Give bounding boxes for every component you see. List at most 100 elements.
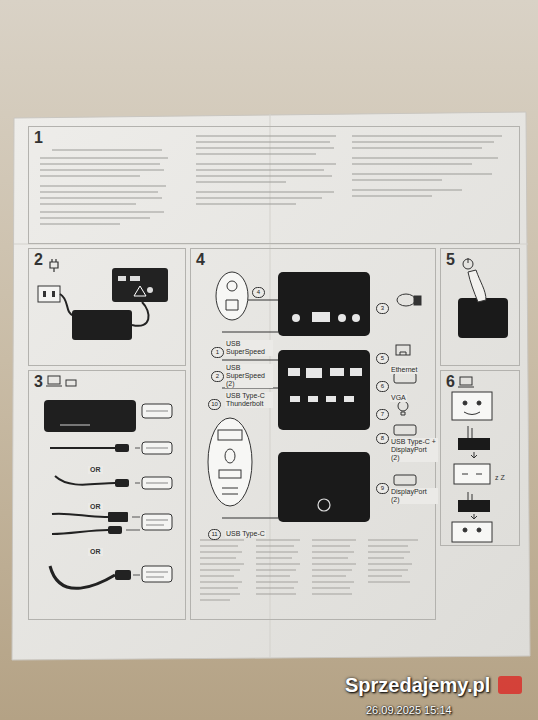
label-holder: 11 bbox=[208, 522, 221, 540]
sleep-wake-step-part bbox=[462, 474, 482, 475]
port-label: VGA bbox=[390, 394, 407, 402]
label-holder: 9 bbox=[376, 476, 389, 494]
cable-options-part-part bbox=[52, 530, 108, 534]
callout-number: 6 bbox=[376, 381, 389, 392]
port-label: USB SuperSpeed (2) bbox=[225, 364, 273, 388]
dock-views-part bbox=[278, 350, 370, 430]
label-holder: z Z bbox=[495, 466, 505, 484]
peripheral-ovals-part bbox=[225, 449, 235, 463]
dock-views-part bbox=[350, 368, 362, 376]
step-number: 4 bbox=[191, 249, 210, 271]
label-holder: OR bbox=[88, 495, 103, 513]
dock-views-part bbox=[318, 499, 330, 511]
peripheral-ovals-part bbox=[227, 281, 237, 291]
dock-views-part bbox=[278, 452, 370, 522]
port-label: USB Type-C Thunderbolt bbox=[225, 392, 273, 408]
sleep-wake-step-part bbox=[463, 401, 467, 405]
label-holder: USB SuperSpeed (2) bbox=[225, 364, 273, 390]
right-port-icons-part bbox=[397, 294, 415, 306]
power-setup-part bbox=[118, 276, 126, 281]
plug-icon bbox=[50, 259, 58, 272]
dock-views-part bbox=[288, 368, 300, 376]
multilingual-legend-part bbox=[200, 540, 244, 600]
dock-views-part bbox=[312, 312, 330, 322]
cable-options-part-part bbox=[55, 476, 115, 485]
instruction-panel: 6 bbox=[440, 370, 520, 546]
sleep-wake-step-part bbox=[477, 528, 481, 532]
left-wires bbox=[222, 300, 278, 518]
right-port-icons-part bbox=[414, 296, 421, 305]
peripheral-ovals-part bbox=[216, 272, 248, 320]
sleep-wake-step-part bbox=[468, 426, 472, 438]
small-print-lines-part bbox=[40, 150, 168, 224]
instruction-panel: 5 bbox=[440, 248, 520, 366]
power-setup-part bbox=[132, 302, 149, 326]
small-print-lines bbox=[40, 136, 502, 224]
port-label: USB Type-C + DisplayPort (2) bbox=[390, 438, 438, 462]
sleep-wake-step-part bbox=[458, 438, 490, 450]
peripheral-ovals-part bbox=[218, 430, 242, 440]
right-port-icons-part bbox=[398, 401, 408, 411]
label-holder: 1 bbox=[211, 340, 224, 358]
left-wires-part bbox=[222, 518, 278, 519]
left-wires-part bbox=[222, 332, 278, 333]
watermark-logo bbox=[498, 676, 522, 694]
cable-options-part bbox=[50, 448, 115, 588]
label-holder: USB Type-C + DisplayPort (2) bbox=[390, 438, 438, 464]
instruction-panel: 2 bbox=[28, 248, 186, 366]
label-holder: 8 bbox=[376, 426, 389, 444]
callout-number: 1 bbox=[211, 347, 224, 358]
power-button-step-part bbox=[468, 270, 486, 302]
callout-number: 11 bbox=[208, 529, 221, 540]
power-setup-part bbox=[60, 294, 74, 316]
label-holder: 4 bbox=[252, 280, 265, 298]
right-port-icons-part bbox=[394, 475, 416, 485]
cable-options-part-part bbox=[142, 566, 172, 582]
callout-number: 2 bbox=[211, 371, 224, 382]
callout-number: 4 bbox=[252, 287, 265, 298]
callout-number: 5 bbox=[376, 353, 389, 364]
watermark: Sprzedajemy.pl bbox=[345, 674, 490, 696]
cable-options-part bbox=[108, 444, 131, 580]
paper-sheet-part bbox=[12, 112, 530, 660]
cable-options-part-part bbox=[146, 411, 168, 577]
dock-views-part bbox=[290, 396, 300, 402]
label-holder: 7 bbox=[376, 402, 389, 420]
step-number: 2 bbox=[29, 249, 48, 271]
power-setup-part bbox=[130, 276, 140, 281]
label-holder: USB SuperSpeed bbox=[225, 340, 273, 358]
cable-options-part-part bbox=[50, 566, 115, 588]
port-label: USB SuperSpeed bbox=[225, 340, 273, 356]
port-label: DisplayPort (2) bbox=[390, 488, 438, 504]
peripheral-ovals bbox=[208, 272, 252, 506]
peripheral-ovals-part bbox=[222, 488, 238, 494]
cable-options-part-part bbox=[108, 526, 122, 534]
power-button-step-part bbox=[468, 258, 469, 263]
power-setup-part bbox=[38, 286, 60, 302]
port-label: Ethernet bbox=[390, 366, 418, 374]
dock-views-part bbox=[306, 368, 322, 378]
left-wires-part bbox=[222, 360, 278, 361]
multilingual-legend bbox=[200, 540, 418, 600]
step-number: 1 bbox=[29, 127, 48, 149]
instruction-panel: 1 bbox=[28, 126, 520, 244]
power-button-step-part bbox=[463, 259, 473, 269]
label-holder: 5 bbox=[376, 346, 389, 364]
label-holder: 3 bbox=[376, 296, 389, 314]
dock-views-part bbox=[344, 396, 354, 402]
sleep-wake-step-part bbox=[460, 377, 472, 385]
sleep-wake-step-part bbox=[464, 412, 480, 415]
dock-views-part bbox=[330, 368, 344, 376]
watermark-logo-part bbox=[498, 676, 522, 694]
callout-number: 9 bbox=[376, 483, 389, 494]
laptop-dock-icon-part bbox=[46, 386, 62, 387]
sleep-wake-step-part bbox=[458, 500, 490, 512]
instruction-panel: 3 bbox=[28, 370, 186, 620]
sleep-wake-step-part bbox=[452, 522, 492, 542]
dock-views-part bbox=[326, 396, 336, 402]
sleep-mark: z Z bbox=[495, 474, 505, 482]
